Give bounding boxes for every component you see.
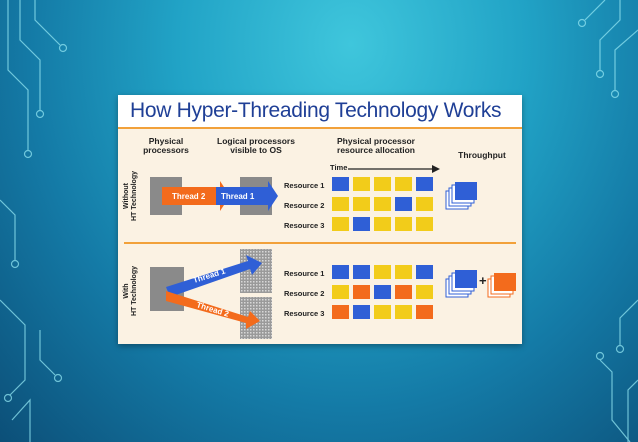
resource-slot-blue [353, 217, 370, 231]
diagram-title: How Hyper-Threading Technology Works [130, 99, 502, 122]
with-ht-processors: Thread 1 Thread 2 [150, 249, 272, 339]
resource-slot-blue [374, 285, 391, 299]
resource-label: Resource 1 [284, 181, 325, 190]
resource-slot-yellow [395, 305, 412, 319]
resource-slot-yellow [374, 265, 391, 279]
without-ht-processors: Thread 2 Thread 1 [150, 177, 278, 215]
thread-2-arrow [166, 291, 260, 329]
resource-slot-blue [353, 265, 370, 279]
resource-slot-orange [395, 285, 412, 299]
resource-slot-orange [353, 285, 370, 299]
header-logical-processors: Logical processors visible to OS [217, 136, 295, 155]
resource-label: Resource 2 [284, 201, 325, 210]
logical-processor-1-chip [240, 249, 272, 293]
section-divider [124, 242, 516, 244]
resource-slot-yellow [416, 217, 433, 231]
header-resource-allocation: Physical processor resource allocation [337, 136, 415, 155]
resource-slot-yellow [374, 177, 391, 191]
resource-slot-yellow [353, 197, 370, 211]
time-arrow-icon [348, 165, 440, 173]
thread-1-arrow [166, 255, 262, 297]
resource-slot-blue [395, 197, 412, 211]
resource-slot-blue [416, 265, 433, 279]
resource-slot-orange [332, 305, 349, 319]
resource-slot-yellow [332, 285, 349, 299]
resource-slot-blue [353, 305, 370, 319]
thread-1-label: Thread 1 [221, 192, 255, 201]
resource-slot-blue [332, 265, 349, 279]
label-with-ht: With HT Technology [123, 265, 138, 317]
resource-slot-yellow [374, 197, 391, 211]
resource-slot-blue [416, 177, 433, 191]
diagram-panel [118, 129, 522, 344]
time-label: Time [330, 163, 348, 172]
diagram-card: How Hyper-Threading Technology Works Phy… [118, 95, 522, 344]
resource-label: Resource 1 [284, 269, 325, 278]
thread-2-arrow [162, 181, 230, 211]
thread-2-label: Thread 2 [195, 300, 230, 319]
resource-slot-orange [416, 305, 433, 319]
resource-label: Resource 2 [284, 289, 325, 298]
resource-slot-yellow [353, 177, 370, 191]
resource-slot-yellow [395, 177, 412, 191]
thread-2-label: Thread 2 [172, 192, 206, 201]
resource-grid-with-ht [332, 265, 442, 325]
throughput-stacks-with-ht [445, 270, 516, 298]
resource-slot-yellow [374, 217, 391, 231]
resource-slot-yellow [416, 285, 433, 299]
resource-label: Resource 3 [284, 221, 325, 230]
resource-slot-yellow [395, 265, 412, 279]
resource-slot-yellow [374, 305, 391, 319]
resource-label: Resource 3 [284, 309, 325, 318]
resource-slot-yellow [332, 217, 349, 231]
throughput-stack-without-ht [445, 182, 477, 210]
plus-sign: + [479, 273, 487, 288]
header-physical-processors: Physical processors [143, 136, 189, 155]
label-without-ht: Without HT Technology [123, 170, 138, 222]
resource-slot-blue [332, 177, 349, 191]
resource-slot-yellow [416, 197, 433, 211]
header-throughput: Throughput [458, 150, 506, 160]
title-divider [118, 127, 522, 129]
resource-grid-without-ht [332, 177, 442, 237]
thread-1-arrow [216, 181, 278, 211]
resource-slot-yellow [332, 197, 349, 211]
resource-slot-yellow [395, 217, 412, 231]
